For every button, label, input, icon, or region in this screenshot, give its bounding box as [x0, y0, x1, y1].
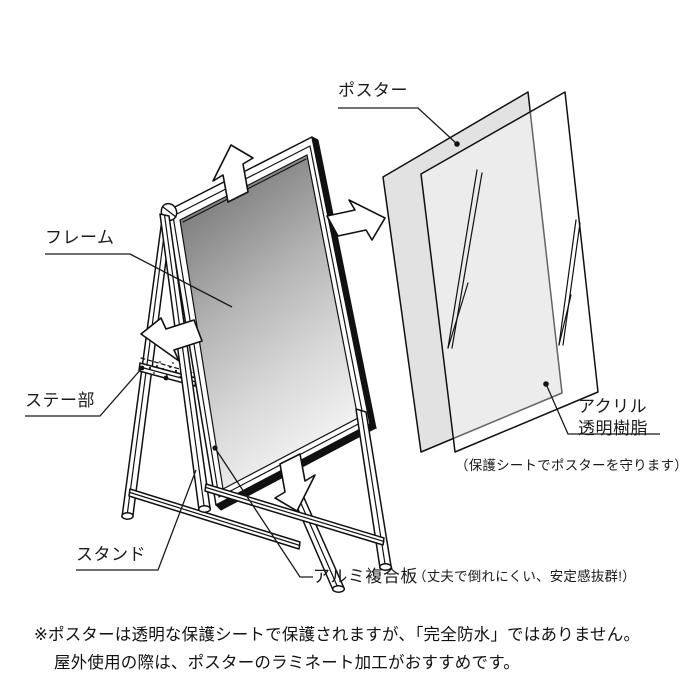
leader-stay	[25, 367, 143, 417]
arrow-up-icon	[212, 144, 254, 203]
frame-open-arrows	[140, 144, 386, 512]
footnote-line-1: ※ポスターは透明な保護シートで保護されますが、「完全防水」ではありません。	[34, 625, 640, 644]
poster-sheet	[382, 91, 563, 453]
leader-frame	[45, 253, 233, 308]
label-acrylic-note: （保護シートでポスターを守ります）	[455, 458, 688, 473]
acrylic-sheet	[420, 91, 599, 453]
leader-stand	[76, 469, 197, 571]
label-frame: フレーム	[45, 228, 115, 247]
label-acrylic-line1: アクリル	[578, 397, 647, 416]
arrow-left-icon	[140, 317, 203, 362]
label-aluminum-main: アルミ複合板	[313, 567, 418, 586]
leader-acrylic	[545, 383, 660, 435]
leader-poster	[338, 107, 458, 145]
footnote-line-2: 屋外使用の際は、ポスターのラミネート加工がおすすめです。	[54, 653, 520, 672]
label-stand: スタンド	[76, 545, 146, 564]
stand-front-legs	[159, 213, 393, 571]
acrylic-reflection-lines	[447, 169, 581, 349]
sheet-group	[382, 91, 599, 453]
arrow-down-icon	[274, 453, 316, 512]
label-poster: ポスター	[338, 81, 408, 100]
poster-frame	[160, 136, 377, 511]
arrow-right-icon	[326, 199, 386, 241]
label-acrylic-line2: 透明樹脂	[578, 419, 648, 438]
leader-aluminum	[214, 447, 313, 578]
label-stay: ステー部	[25, 391, 95, 410]
label-aluminum-paren: （丈夫で倒れにくい、安定感抜群!）	[413, 568, 636, 584]
callout-leaders	[25, 107, 660, 578]
